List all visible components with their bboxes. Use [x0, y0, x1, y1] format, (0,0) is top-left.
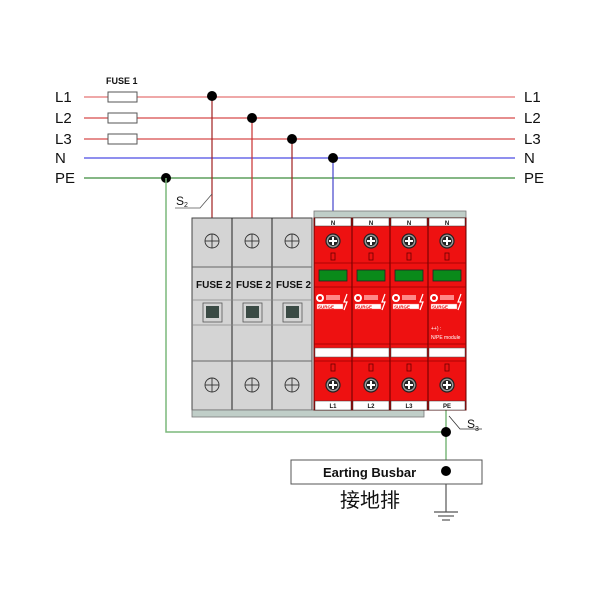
screw-terminal-icon [439, 233, 455, 249]
earthing-busbar-cn-label: 接地排 [340, 488, 400, 512]
status-indicator-window [356, 269, 386, 282]
s3-leader [448, 415, 482, 430]
brand-logo-icon: SURGE [392, 293, 424, 311]
s2-label: S [176, 194, 184, 208]
label-right-L2: L2 [524, 110, 541, 127]
wire-PE-ground [165, 178, 446, 433]
brand-text: SURGE [356, 305, 372, 310]
fuse1-L1 [107, 91, 138, 103]
screw-terminal-icon [401, 377, 417, 393]
spd-bottom-label: L3 [405, 404, 413, 410]
earthing-busbar [290, 459, 483, 485]
s3-label: S [467, 417, 475, 431]
fuse2-label-3: FUSE 2 [276, 280, 311, 291]
screw-terminal-icon [325, 233, 341, 249]
junction-N [328, 153, 338, 163]
fuse2-label-2: FUSE 2 [236, 280, 271, 291]
spd-bottom-label: L1 [329, 404, 337, 410]
fuse2-module-2: FUSE 2 [236, 233, 271, 393]
spd-module-3: N SURGE L3 [389, 217, 429, 411]
screw-terminal-icon [439, 377, 455, 393]
label-left-L3: L3 [55, 131, 72, 148]
status-indicator-window [432, 269, 462, 282]
brand-logo-icon: SURGE [316, 293, 348, 311]
junction-busbar [441, 466, 451, 476]
fuse2-module-1: FUSE 2 [196, 233, 231, 393]
label-left-L1: L1 [55, 89, 72, 106]
screw-terminal-icon [401, 233, 417, 249]
spd-note-line2: N/PE module [431, 335, 461, 341]
brand-text: SURGE [394, 305, 410, 310]
label-right-PE: PE [524, 170, 544, 187]
bus-lines [84, 96, 515, 179]
fuse1-L3 [107, 133, 138, 145]
spd-top-label: N [445, 221, 449, 227]
s2-leader [175, 193, 213, 209]
s2-sub: 2 [184, 202, 188, 209]
fuse1-label: FUSE 1 [106, 76, 138, 86]
fuse2-module-3: FUSE 2 [276, 233, 311, 393]
spd-top-label: N [331, 221, 335, 227]
spd-bottom-label: L2 [367, 404, 375, 410]
brand-logo-icon: SURGE [354, 293, 386, 311]
spd-module-1: N SURGE L1 [313, 217, 353, 411]
fuse2-label-1: FUSE 2 [196, 280, 231, 291]
label-right-N: N [524, 150, 535, 167]
label-left-L2: L2 [55, 110, 72, 127]
spd-note-line1: ++) : [431, 326, 441, 332]
junction-L1 [207, 91, 217, 101]
screw-terminal-icon [363, 377, 379, 393]
label-left-N: N [55, 150, 66, 167]
s3-sub: 3 [475, 426, 479, 433]
label-right-L3: L3 [524, 131, 541, 148]
label-right-L1: L1 [524, 89, 541, 106]
status-indicator-window [394, 269, 424, 282]
junction-L3 [287, 134, 297, 144]
brand-logo-icon: SURGE [430, 293, 462, 311]
spd-top-label: N [369, 221, 373, 227]
brand-text: SURGE [432, 305, 448, 310]
spd-bottom-label: PE [443, 404, 451, 410]
earthing-busbar-label: Earting Busbar [323, 465, 416, 480]
screw-terminal-icon [363, 233, 379, 249]
fuse1-L2 [107, 112, 138, 124]
screw-terminal-icon [325, 377, 341, 393]
brand-text: SURGE [318, 305, 334, 310]
ground-icon [434, 511, 458, 521]
junction-s3 [441, 427, 451, 437]
status-indicator-window [318, 269, 348, 282]
label-left-PE: PE [55, 170, 75, 187]
junction-L2 [247, 113, 257, 123]
spd-top-label: N [407, 221, 411, 227]
